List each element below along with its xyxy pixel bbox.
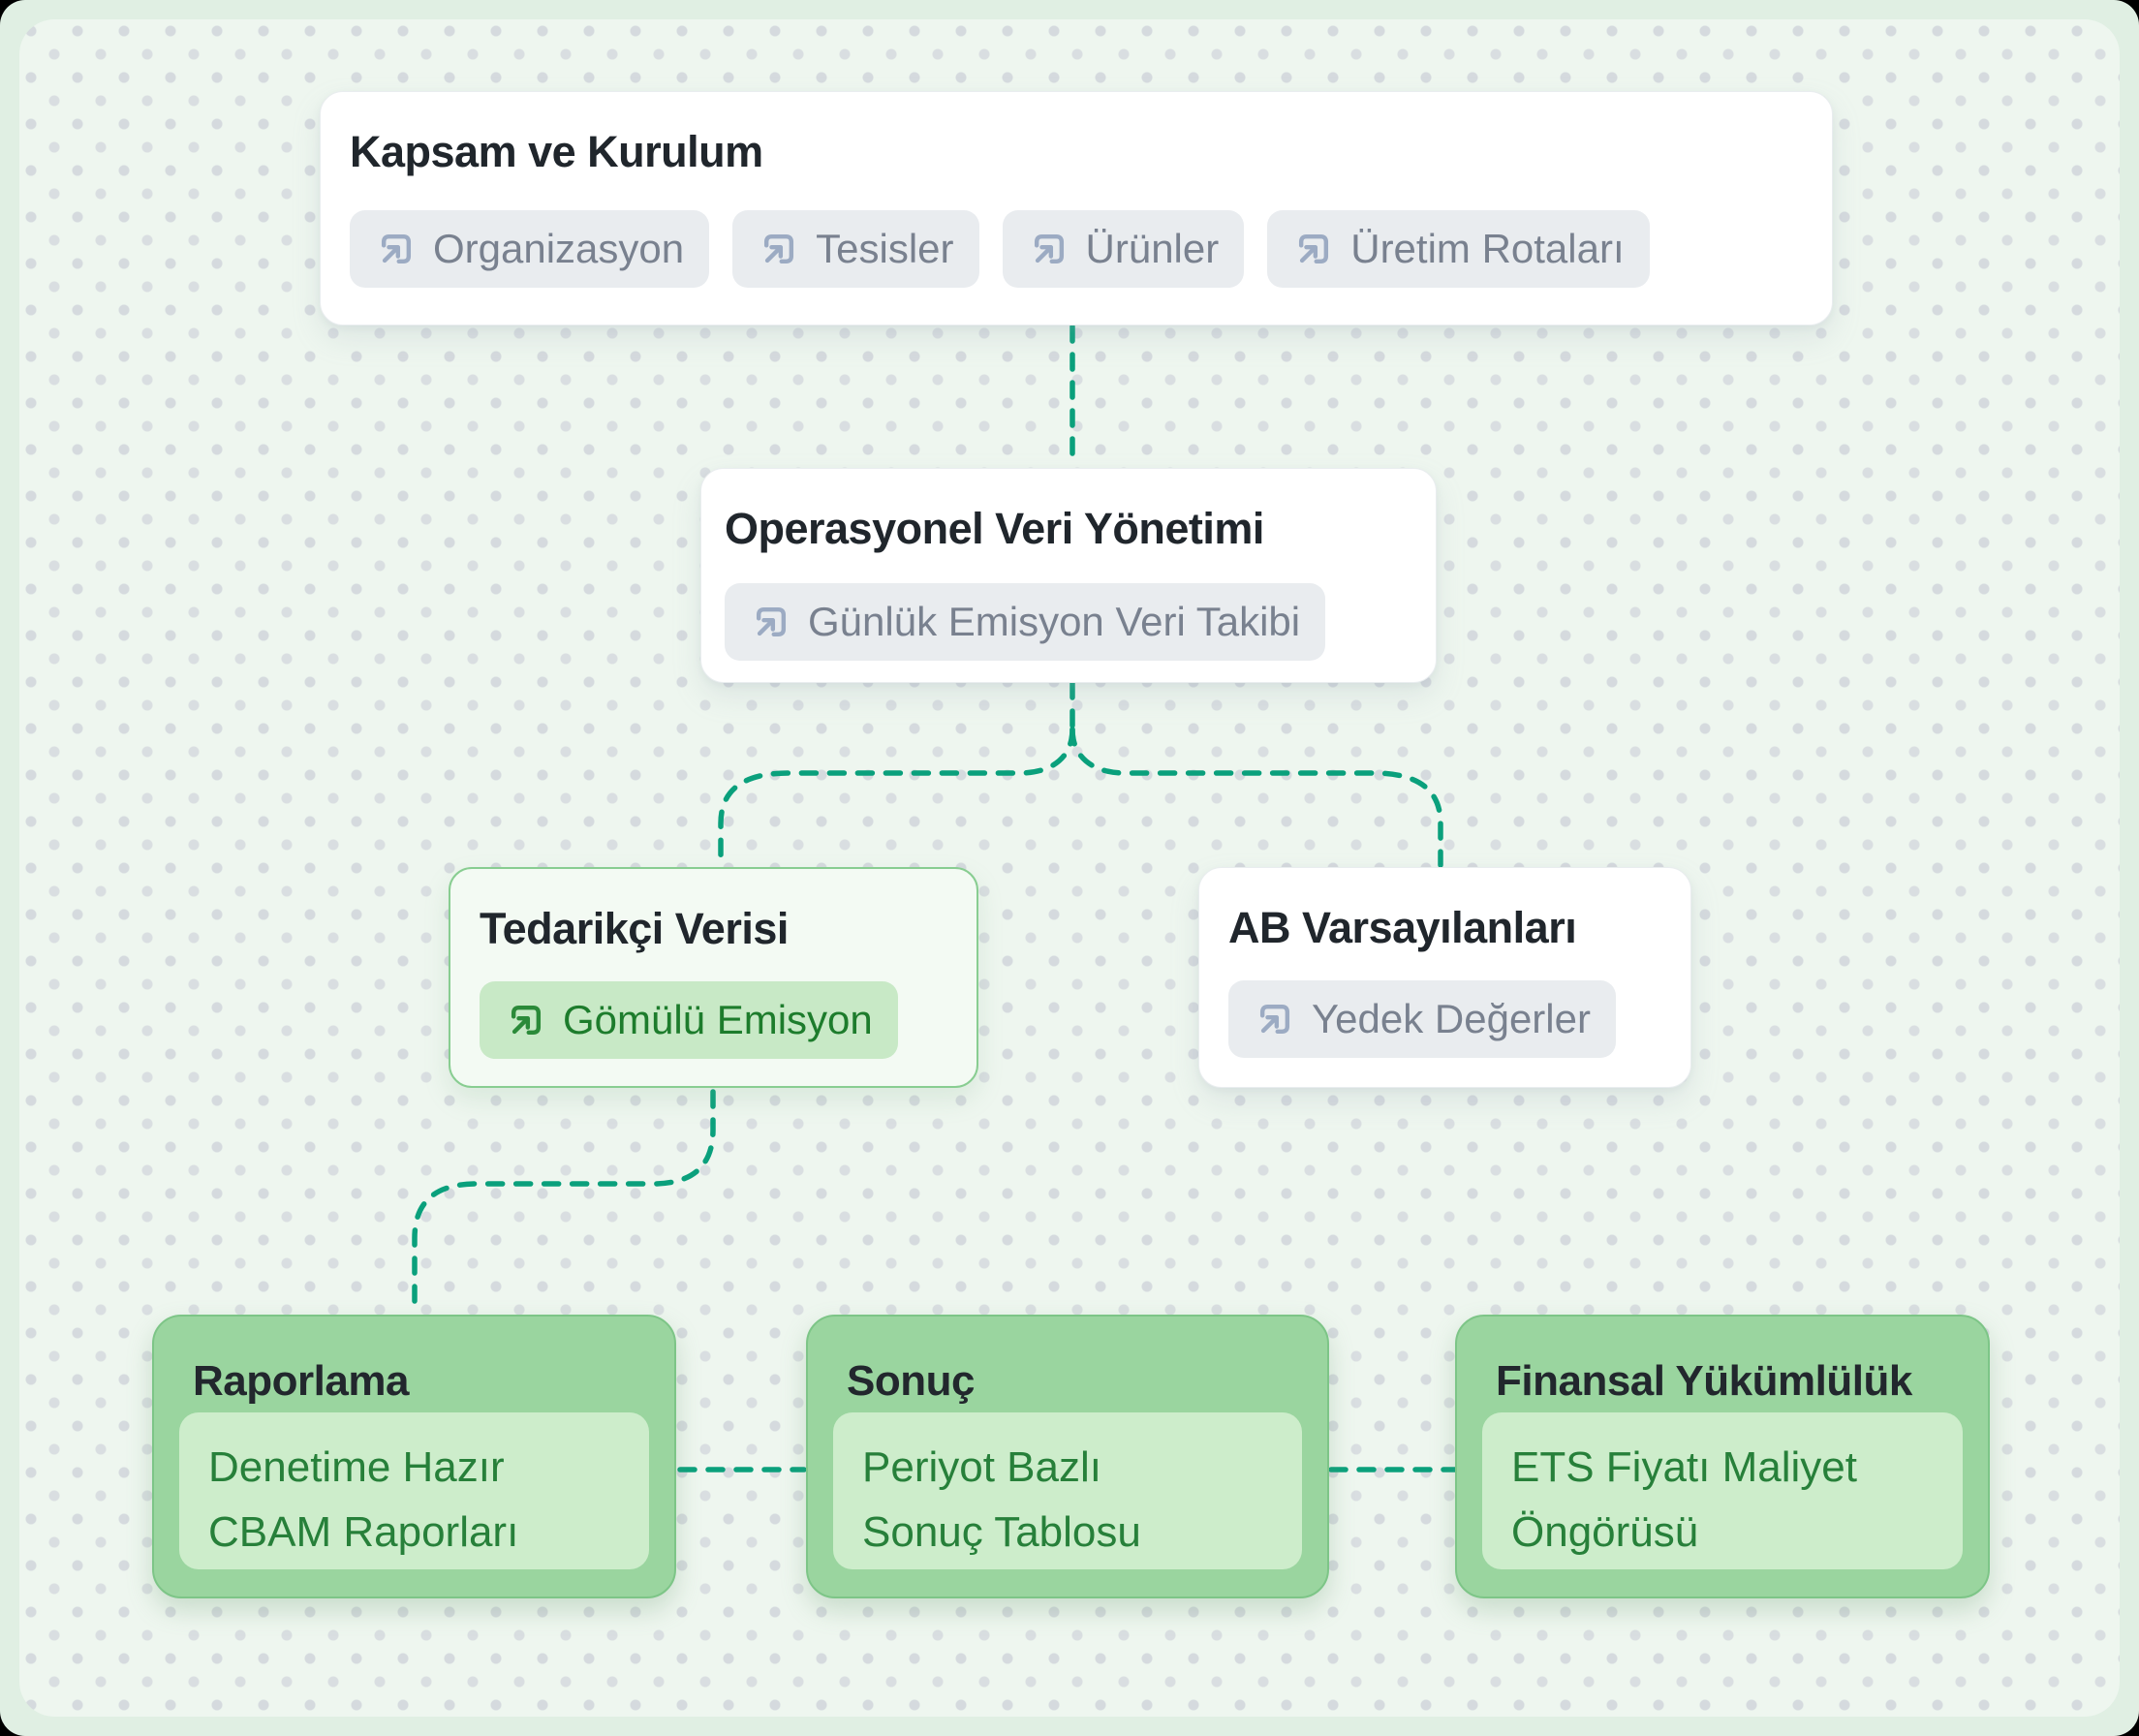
jump-link-icon: [1299, 233, 1329, 264]
detail-line: Sonuç Tablosu: [862, 1508, 1141, 1556]
tag-label: Günlük Emisyon Veri Takibi: [808, 598, 1301, 644]
node-tedarikci-verisi[interactable]: Tedarikçi Verisi Gömülü Emisyon: [449, 867, 978, 1088]
node-detail-card: Periyot Bazlı Sonuç Tablosu: [833, 1412, 1302, 1569]
tag-gomulu-emisyon[interactable]: Gömülü Emisyon: [480, 980, 898, 1059]
tag-label: Organizasyon: [433, 225, 685, 271]
jump-link-icon: [381, 233, 412, 264]
detail-line: ETS Fiyatı Maliyet: [1511, 1443, 1857, 1491]
node-sonuc[interactable]: Sonuç Periyot Bazlı Sonuç Tablosu: [806, 1315, 1329, 1598]
connector-split-right: [1070, 727, 1443, 868]
detail-line: Öngörüsü: [1511, 1508, 1699, 1556]
node-operasyonel-veri-yonetimi[interactable]: Operasyonel Veri Yönetimi Günlük Emisyon…: [700, 468, 1437, 683]
jump-link-icon: [764, 233, 794, 264]
node-title: Tedarikçi Verisi: [480, 904, 789, 953]
tag-yedek-degerler[interactable]: Yedek Değerler: [1228, 979, 1616, 1058]
jump-link-icon: [1034, 233, 1064, 264]
tag-label: Tesisler: [816, 225, 954, 271]
detail-line: CBAM Raporları: [208, 1508, 519, 1556]
node-title: Raporlama: [193, 1357, 409, 1405]
node-title: Finansal Yükümlülük: [1496, 1357, 1912, 1405]
node-title: Kapsam ve Kurulum: [350, 127, 763, 176]
node-finansal-yukumluluk[interactable]: Finansal Yükümlülük ETS Fiyatı Maliyet Ö…: [1455, 1315, 1990, 1598]
tag-label: Gömülü Emisyon: [563, 996, 873, 1042]
node-detail-card: Denetime Hazır CBAM Raporları: [179, 1412, 649, 1569]
jump-link-icon: [756, 606, 787, 636]
node-kapsam-ve-kurulum[interactable]: Kapsam ve Kurulum Organizasyon Tesisler …: [320, 91, 1833, 326]
connector-split-left: [718, 727, 1075, 868]
detail-line: Denetime Hazır: [208, 1443, 505, 1491]
tag-label: Üretim Rotaları: [1350, 225, 1625, 271]
node-title: Operasyonel Veri Yönetimi: [725, 504, 1264, 553]
tag-label: Yedek Değerler: [1312, 995, 1591, 1041]
tag-gunluk-emisyon-veri-takibi[interactable]: Günlük Emisyon Veri Takibi: [725, 582, 1326, 661]
jump-link-icon: [1259, 1004, 1290, 1034]
node-title: Sonuç: [847, 1357, 975, 1405]
node-ab-varsayilanlari[interactable]: AB Varsayılanları Yedek Değerler: [1198, 867, 1691, 1088]
tag-uretim-rotalari[interactable]: Üretim Rotaları: [1267, 209, 1650, 288]
node-detail-card: ETS Fiyatı Maliyet Öngörüsü: [1482, 1412, 1963, 1569]
dot-grid-panel: Kapsam ve Kurulum Organizasyon Tesisler …: [19, 19, 2120, 1717]
jump-link-icon: [511, 1005, 542, 1035]
tags-row: Organizasyon Tesisler Ürünler Üretim Rot…: [350, 209, 1803, 288]
connector-tedarikci-raporlama: [412, 1089, 716, 1316]
tag-label: Ürünler: [1085, 225, 1220, 271]
node-title: AB Varsayılanları: [1228, 903, 1577, 952]
tag-urunler[interactable]: Ürünler: [1002, 209, 1245, 288]
tag-tesisler[interactable]: Tesisler: [732, 209, 979, 288]
node-raporlama[interactable]: Raporlama Denetime Hazır CBAM Raporları: [152, 1315, 676, 1598]
tag-organizasyon[interactable]: Organizasyon: [350, 209, 710, 288]
detail-line: Periyot Bazlı: [862, 1443, 1101, 1491]
